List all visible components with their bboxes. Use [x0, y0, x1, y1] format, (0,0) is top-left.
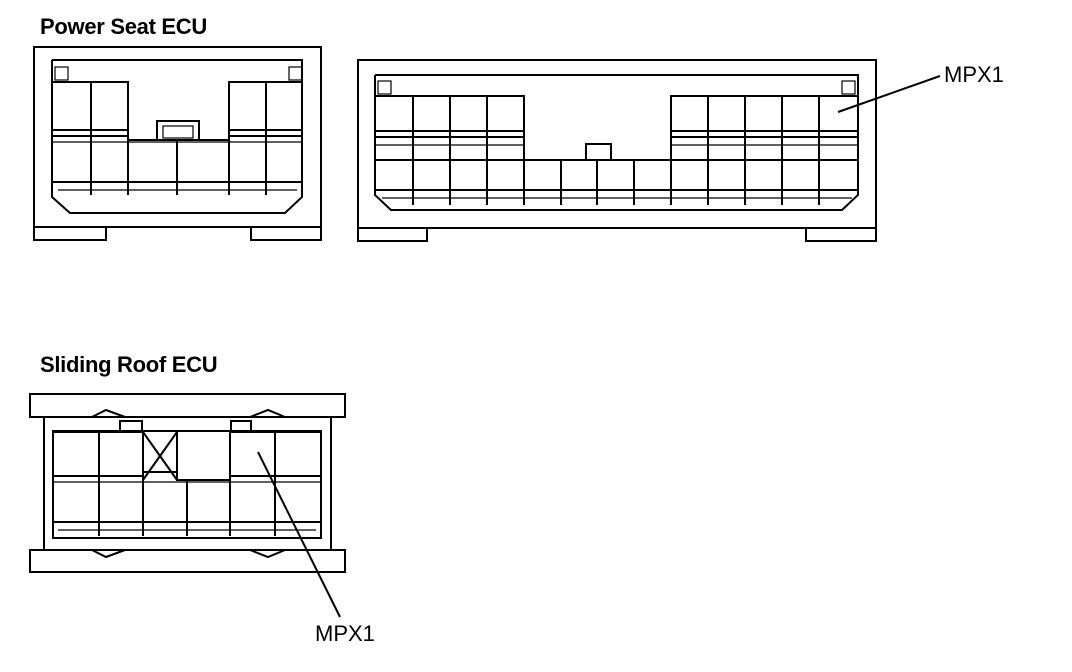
sliding-roof-ecu-title: Sliding Roof ECU [40, 352, 218, 377]
mpx1-label-power-seat: MPX1 [944, 62, 1004, 87]
power-seat-ecu-title: Power Seat ECU [40, 14, 207, 39]
mpx1-leader-power-seat [837, 75, 941, 113]
power-seat-connector-large [357, 59, 941, 242]
mpx1-leader-sliding-roof [257, 451, 341, 618]
sliding-roof-connector [29, 393, 346, 618]
power-seat-connector-small [33, 46, 322, 241]
mpx1-label-sliding-roof: MPX1 [315, 621, 375, 646]
